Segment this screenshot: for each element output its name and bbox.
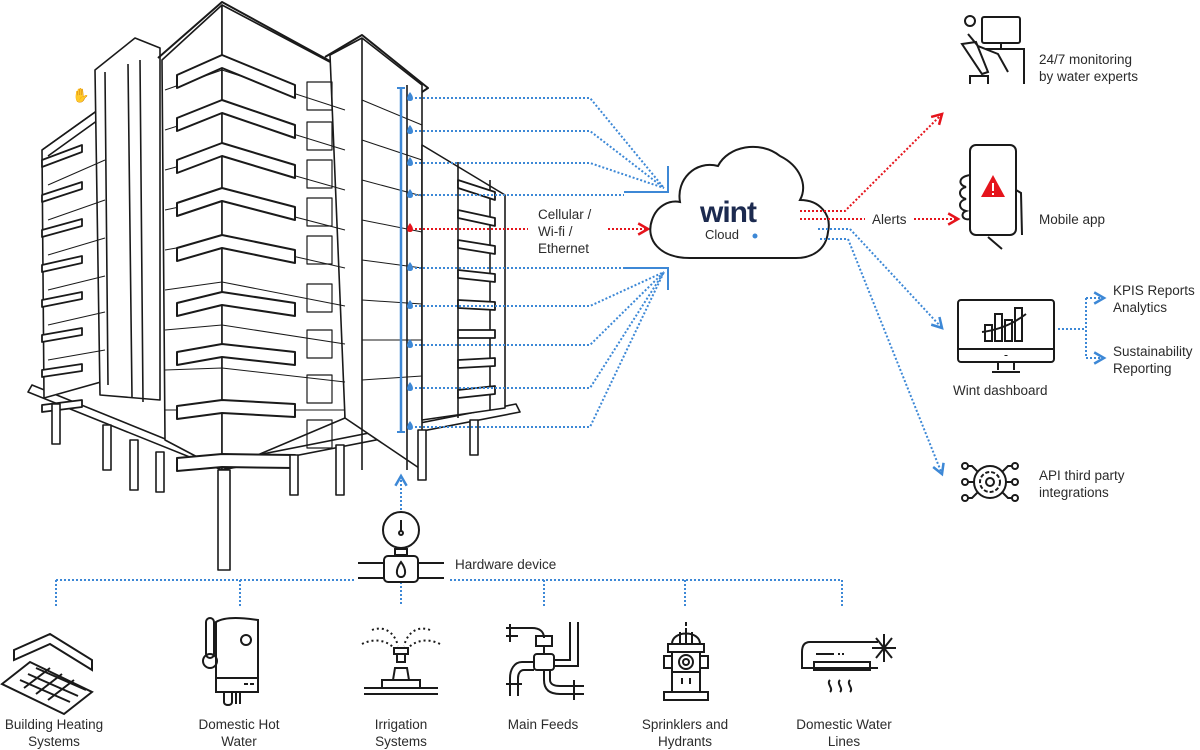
system-label-main-feeds: Main Feeds — [508, 716, 579, 733]
api-label: API third party integrations — [1039, 467, 1125, 501]
alert-sensor-icon — [407, 223, 413, 232]
sensor-line — [415, 97, 665, 189]
connection-label-line: Cellular / — [538, 207, 592, 222]
system-label-line: Domestic Water — [796, 717, 892, 732]
sensor-line — [415, 271, 665, 428]
water-sensor-icon — [407, 382, 413, 391]
water-sensor-icon — [407, 92, 413, 101]
water-sensor-icon — [407, 339, 413, 348]
hardware-device-icon — [358, 511, 444, 583]
water-riser-pipe — [397, 87, 405, 433]
system-label-line: Water — [221, 734, 257, 749]
system-label-irrigation: Irrigation Systems — [375, 716, 428, 750]
wint-logo: wint — [700, 196, 757, 229]
kpis-label-line: KPIS Reports — [1113, 283, 1195, 298]
svg-text:✋: ✋ — [72, 87, 89, 103]
cloud-output-lines — [818, 228, 1107, 477]
system-label-line: Sprinklers and — [641, 717, 729, 732]
water-sensor-icon — [407, 300, 413, 309]
kpis-reports-label: KPIS Reports Analytics — [1113, 282, 1195, 316]
system-label-building-heating: Building Heating Systems — [5, 716, 103, 750]
water-sensor-icon — [407, 189, 413, 198]
floor-heating-icon — [0, 632, 94, 716]
system-label-sprinklers-hydrants: Sprinklers and Hydrants — [642, 716, 728, 750]
air-conditioner-icon — [801, 634, 896, 693]
kpis-label-line: Analytics — [1113, 300, 1168, 315]
system-label-line: Systems — [375, 734, 427, 749]
alerts-label: Alerts — [872, 212, 907, 227]
sustainability-label-line: Reporting — [1113, 361, 1172, 376]
mobile-app-label: Mobile app — [1039, 212, 1106, 227]
cloud-shape — [649, 146, 830, 259]
hardware-distribution — [55, 473, 843, 606]
sustainability-label: Sustainability Reporting — [1113, 343, 1193, 377]
cloud-subtitle: Cloud — [705, 227, 739, 242]
system-label-line: Hydrants — [657, 734, 713, 749]
water-sensor-icon — [407, 125, 413, 134]
sensor-layer — [407, 92, 665, 430]
system-label-domestic-hot-water: Domestic Hot Water — [198, 716, 279, 750]
cloud-bracket-bottom — [624, 267, 669, 290]
api-gear-icon — [961, 462, 1019, 502]
system-label-line: Building Heating — [4, 717, 104, 732]
system-label-line: Domestic Hot — [198, 717, 280, 732]
monitoring-expert-icon — [960, 15, 1025, 84]
sprinkler-icon — [361, 627, 441, 695]
sensor-line — [415, 271, 665, 346]
dashboard-label: Wint dashboard — [953, 383, 1048, 398]
monitoring-label: 24/7 monitoring by water experts — [1039, 51, 1138, 85]
system-label-line: Systems — [28, 734, 80, 749]
connection-label-line: Ethernet — [538, 241, 590, 256]
fire-hydrant-icon — [663, 622, 709, 701]
system-label-line: Irrigation — [374, 717, 428, 732]
hardware-device-label: Hardware device — [455, 557, 557, 572]
system-label-line: Main Feeds — [507, 717, 579, 732]
water-sensor-icon — [407, 157, 413, 166]
water-sensor-icon — [407, 262, 413, 271]
system-label-domestic-water-lines: Domestic Water Lines — [796, 716, 892, 750]
system-label-line: Lines — [827, 734, 861, 749]
alert-lines — [800, 112, 961, 226]
connection-label: Cellular / Wi-fi / Ethernet — [538, 206, 591, 257]
logo-dot — [752, 233, 758, 239]
sustainability-label-line: Sustainability — [1113, 344, 1193, 359]
connection-label-line: Wi-fi / — [538, 224, 573, 239]
pipe-valve-icon — [506, 622, 584, 700]
api-label-line: API third party — [1039, 468, 1125, 483]
building-illustration: ✋ — [27, 1, 521, 571]
mobile-alert-icon — [959, 144, 1023, 250]
monitoring-label-line: by water experts — [1039, 69, 1139, 84]
monitoring-label-line: 24/7 monitoring — [1039, 52, 1133, 67]
api-label-line: integrations — [1039, 485, 1109, 500]
sensor-line — [415, 130, 665, 189]
water-heater-icon — [202, 617, 259, 706]
dashboard-chart-icon — [957, 299, 1055, 373]
water-sensor-icon — [407, 421, 413, 430]
sensor-line — [415, 271, 665, 307]
cloud-bracket-top — [624, 166, 669, 193]
